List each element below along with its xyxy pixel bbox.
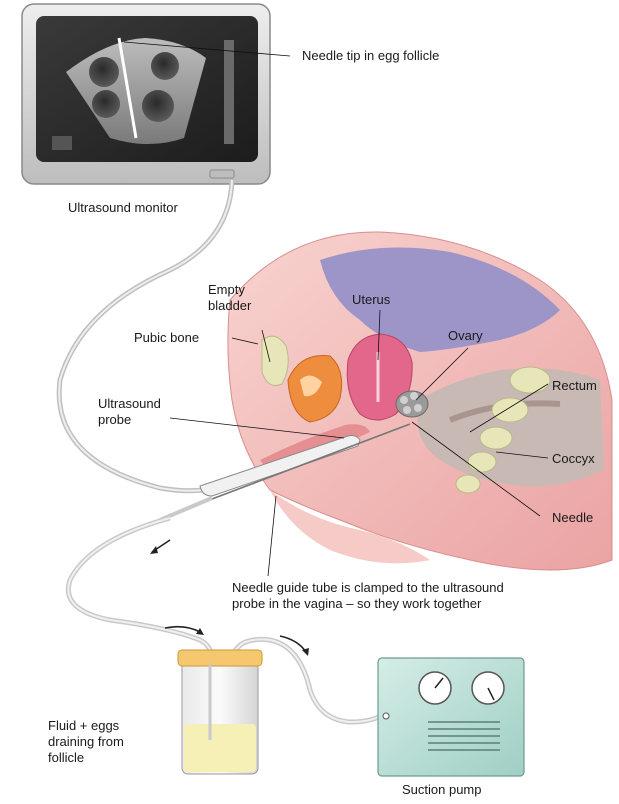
label-suction-pump: Suction pump (402, 782, 482, 798)
follicle-icon (151, 52, 179, 80)
label-ultrasound-monitor: Ultrasound monitor (68, 200, 178, 216)
label-empty-bladder: Empty bladder (208, 282, 251, 314)
jar-lid (178, 650, 262, 666)
label-needle-tip: Needle tip in egg follicle (302, 48, 439, 64)
fluid-level (184, 724, 256, 772)
follicle-icon (142, 90, 174, 122)
label-rectum: Rectum (552, 378, 597, 394)
ovary (396, 391, 428, 417)
label-fluid-eggs: Fluid + eggs draining from follicle (48, 718, 124, 766)
power-button (210, 170, 234, 178)
label-ultrasound-probe: Ultrasound probe (98, 396, 161, 428)
follicle-icon (89, 57, 119, 87)
label-ovary: Ovary (448, 328, 483, 344)
flow-arrow-icon (150, 540, 170, 554)
label-guide-tube: Needle guide tube is clamped to the ultr… (232, 580, 504, 612)
pubic-bone (262, 336, 288, 385)
screen-marker (52, 136, 72, 150)
label-uterus: Uterus (352, 292, 390, 308)
aspiration-tube (68, 518, 212, 660)
ultrasound-monitor (22, 4, 290, 184)
suction-pump (378, 658, 524, 776)
collection-jar (178, 650, 262, 774)
scale-bar (224, 40, 234, 144)
label-pubic-bone: Pubic bone (134, 330, 199, 346)
label-needle: Needle (552, 510, 593, 526)
label-coccyx: Coccyx (552, 451, 595, 467)
follicle-icon (92, 90, 120, 118)
